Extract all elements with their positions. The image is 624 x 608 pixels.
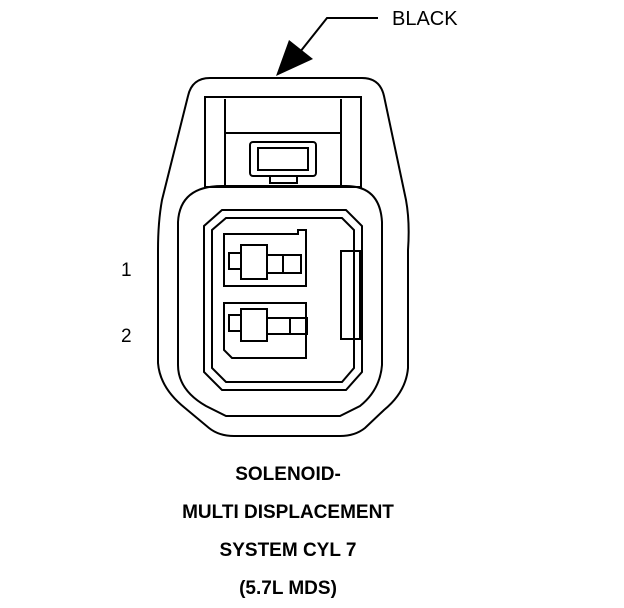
terminal-2: [223, 302, 308, 359]
caption-line-1: SOLENOID-: [235, 464, 341, 485]
caption-line-2: MULTI DISPLACEMENT: [182, 502, 394, 523]
color-leader-arrow: [276, 17, 378, 76]
pin-label-1: 1: [121, 260, 132, 281]
caption-line-3: SYSTEM CYL 7: [219, 540, 357, 561]
latch-tab: [249, 141, 317, 184]
connector-outer-housing: [157, 77, 410, 437]
pin-label-2: 2: [121, 326, 132, 347]
locking-key: [340, 250, 361, 340]
wire-color-label: BLACK: [392, 8, 458, 30]
connector-caption: SOLENOID- MULTI DISPLACEMENT SYSTEM CYL …: [0, 456, 576, 608]
connector-inner-body: [177, 185, 383, 417]
terminal-cavity: [203, 209, 363, 391]
terminal-1: [223, 229, 307, 287]
caption-line-4: (5.7L MDS): [239, 578, 337, 599]
